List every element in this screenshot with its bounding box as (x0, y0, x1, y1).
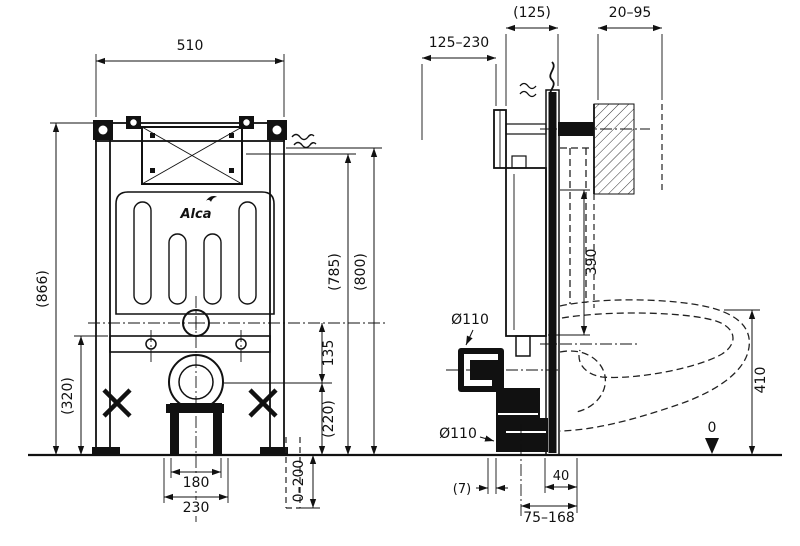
dim-front-width: 510 (177, 38, 204, 54)
access-panel-cross-2 (141, 126, 243, 185)
wall-hatch (593, 103, 635, 195)
cistern-slot-3 (203, 233, 222, 305)
drain-outlet (504, 418, 548, 452)
dim-front-height-plate: (785) (327, 253, 343, 291)
dim-front-height-lower: (320) (60, 377, 76, 415)
front-dimensions: 510 (866) (320) (785) (800) 135 (220) 0–… (35, 38, 382, 516)
lower-crossbar (109, 335, 271, 353)
drain-pipe-collar (166, 404, 224, 413)
dim-front-height-total: (866) (35, 270, 51, 308)
drain-pipe-wall-right (213, 404, 221, 455)
dim-front-foot-adjust: 0–200 (291, 460, 307, 503)
dim-front-drain-height: (220) (321, 400, 337, 438)
dim-front-flush-offset: 135 (321, 340, 337, 367)
cistern-side (505, 167, 547, 337)
frame-left-post (95, 122, 111, 456)
dim-side-depth-total: 125–230 (429, 35, 489, 51)
dim-front-height-top: (800) (353, 253, 369, 291)
access-panel (141, 126, 243, 185)
frame-profile-core (548, 92, 557, 453)
frame-right-post (269, 122, 285, 456)
brand-bird-icon (206, 196, 217, 202)
dim-side-depth-frame: (125) (513, 5, 551, 21)
flush-pipe-side (515, 335, 531, 357)
side-view (446, 61, 750, 516)
dim-side-offset-7: (7) (453, 482, 471, 497)
anchor-tab-hole-left (130, 119, 137, 126)
cistern-slot-4 (238, 201, 257, 305)
left-foot (92, 447, 120, 455)
panel-screw-tl (150, 133, 155, 138)
cistern-slot-2 (168, 233, 187, 305)
anchor-tab-hole-right (243, 119, 250, 126)
panel-screw-br (229, 168, 234, 173)
front-view: Alca (88, 116, 388, 522)
floor-level-marker (705, 438, 719, 454)
cistern-front (115, 191, 275, 315)
corner-hole-left (98, 125, 108, 135)
dim-front-spacing-outer: 230 (183, 500, 210, 516)
dim-side-cistern-height: 390 (584, 249, 600, 276)
water-supply-side-icon (519, 61, 555, 98)
plate-support (505, 123, 547, 135)
frame-top-bar (95, 122, 285, 142)
dim-floor-zero: 0 (708, 420, 717, 436)
water-supply-icon (291, 133, 317, 149)
dim-side-offset-40: 40 (553, 469, 570, 484)
right-foot (260, 447, 288, 455)
brand-logo: Alca (180, 207, 212, 222)
corner-hole-right (272, 125, 282, 135)
cistern-slot-1 (133, 201, 152, 305)
dim-outlet-diameter: Ø110 (439, 426, 477, 442)
panel-screw-tr (229, 133, 234, 138)
dim-front-spacing-inner: 180 (183, 475, 210, 491)
wall-anchor-right (248, 388, 278, 418)
side-dimensions: 125–230 (125) 20–95 390 Ø110 Ø110 410 0 (421, 5, 769, 526)
dim-inlet-diameter: Ø110 (451, 312, 489, 328)
drain-pipe-wall-left (171, 404, 179, 455)
panel-screw-bl (150, 168, 155, 173)
cistern-inlet (511, 155, 527, 169)
dim-side-outlet-offset: 75–168 (523, 510, 575, 526)
dim-side-wall-offset: 20–95 (609, 5, 652, 21)
drain-connector (492, 360, 504, 390)
wall-anchor-left (102, 388, 132, 418)
dim-side-bowl-height: 410 (753, 367, 769, 394)
foot-extension-dashed (285, 437, 301, 509)
